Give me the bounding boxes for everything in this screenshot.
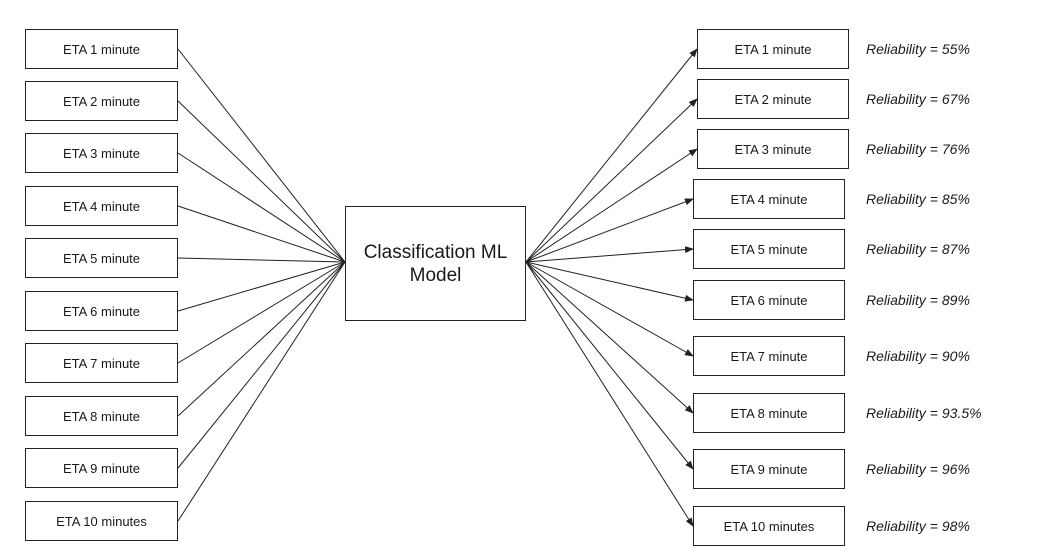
input-eta-box: ETA 7 minute xyxy=(25,343,178,383)
input-eta-label: ETA 10 minutes xyxy=(56,513,147,529)
reliability-label: Reliability = 67% xyxy=(866,91,970,107)
input-connector-line xyxy=(177,261,346,522)
input-eta-label: ETA 8 minute xyxy=(62,408,141,424)
input-eta-box: ETA 10 minutes xyxy=(25,501,178,541)
output-arrow xyxy=(525,261,694,414)
input-connector-line xyxy=(177,257,346,263)
output-eta-label: ETA 8 minute xyxy=(730,405,808,421)
input-connector-line xyxy=(177,261,346,469)
input-eta-label: ETA 1 minute xyxy=(62,41,141,57)
input-eta-box: ETA 9 minute xyxy=(25,448,178,488)
output-eta-label: ETA 6 minute xyxy=(730,292,808,308)
output-eta-box: ETA 5 minute xyxy=(693,229,845,269)
output-eta-box: ETA 2 minute xyxy=(697,79,849,119)
input-eta-label: ETA 5 minute xyxy=(62,250,141,266)
reliability-label: Reliability = 55% xyxy=(866,41,970,57)
reliability-label: Reliability = 93.5% xyxy=(866,405,982,421)
model-label-line1: Classification ML xyxy=(363,241,508,263)
input-eta-box: ETA 3 minute xyxy=(25,133,178,173)
output-eta-box: ETA 4 minute xyxy=(693,179,845,219)
reliability-label: Reliability = 90% xyxy=(866,348,970,364)
reliability-label: Reliability = 76% xyxy=(866,141,970,157)
input-connector-line xyxy=(177,261,346,312)
input-eta-label: ETA 9 minute xyxy=(62,460,141,476)
input-connector-line xyxy=(177,48,346,263)
output-eta-label: ETA 7 minute xyxy=(730,348,808,364)
output-eta-box: ETA 3 minute xyxy=(697,129,849,169)
reliability-label: Reliability = 85% xyxy=(866,191,970,207)
output-eta-label: ETA 4 minute xyxy=(730,191,808,207)
output-eta-box: ETA 9 minute xyxy=(693,449,845,489)
output-eta-label: ETA 9 minute xyxy=(730,461,808,477)
output-eta-label: ETA 3 minute xyxy=(734,141,812,157)
input-eta-label: ETA 7 minute xyxy=(62,355,141,371)
input-eta-label: ETA 2 minute xyxy=(62,93,141,109)
input-connector-line xyxy=(177,205,346,263)
output-arrow xyxy=(525,48,698,263)
input-eta-box: ETA 6 minute xyxy=(25,291,178,331)
output-eta-box: ETA 7 minute xyxy=(693,336,845,376)
output-eta-box: ETA 10 minutes xyxy=(693,506,845,546)
classification-model-box: Classification ML Model xyxy=(345,206,526,321)
output-arrow xyxy=(525,261,694,527)
input-eta-box: ETA 5 minute xyxy=(25,238,178,278)
input-eta-box: ETA 4 minute xyxy=(25,186,178,226)
reliability-label: Reliability = 96% xyxy=(866,461,970,477)
input-connector-line xyxy=(177,152,346,263)
input-eta-box: ETA 1 minute xyxy=(25,29,178,69)
output-eta-box: ETA 1 minute xyxy=(697,29,849,69)
input-eta-label: ETA 6 minute xyxy=(62,303,141,319)
output-arrow xyxy=(525,198,694,263)
reliability-label: Reliability = 87% xyxy=(866,241,970,257)
output-eta-label: ETA 2 minute xyxy=(734,91,812,107)
output-arrow xyxy=(525,246,694,263)
model-label-line2: Model xyxy=(409,264,462,286)
output-eta-box: ETA 8 minute xyxy=(693,393,845,433)
output-eta-label: ETA 10 minutes xyxy=(723,518,815,534)
output-arrow xyxy=(525,261,694,470)
input-connector-line xyxy=(177,100,346,263)
output-eta-label: ETA 1 minute xyxy=(734,41,812,57)
input-eta-box: ETA 2 minute xyxy=(25,81,178,121)
output-eta-box: ETA 6 minute xyxy=(693,280,845,320)
input-eta-box: ETA 8 minute xyxy=(25,396,178,436)
output-arrow xyxy=(525,261,694,302)
output-arrow xyxy=(525,261,694,357)
reliability-label: Reliability = 98% xyxy=(866,518,970,534)
input-eta-label: ETA 3 minute xyxy=(62,145,141,161)
output-arrow xyxy=(525,148,698,263)
input-connector-line xyxy=(177,261,346,364)
output-eta-label: ETA 5 minute xyxy=(730,241,808,257)
reliability-label: Reliability = 89% xyxy=(866,292,970,308)
input-connector-line xyxy=(177,261,346,417)
output-arrow xyxy=(525,98,698,263)
input-eta-label: ETA 4 minute xyxy=(62,198,141,214)
